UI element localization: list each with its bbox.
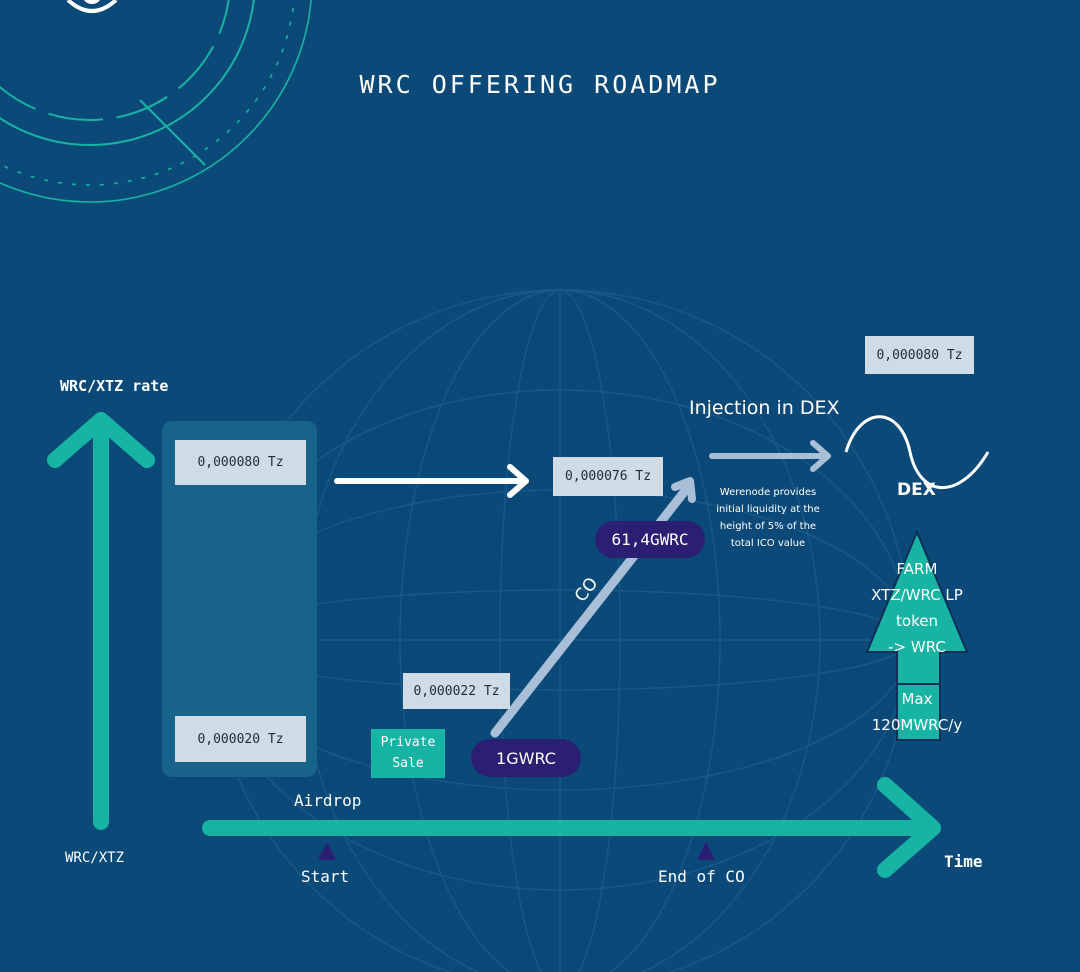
dex-note-line-2: initial liquidity at the	[716, 504, 820, 515]
corner-rings	[0, 0, 312, 203]
co-diagonal-arrow	[490, 477, 696, 738]
farm-up-arrow	[865, 529, 969, 741]
dex-label: DEX	[897, 480, 936, 500]
rate-box-dex: 0,000080 Tz	[865, 336, 974, 374]
dex-wave-icon	[844, 415, 990, 490]
dex-note-line-4: total ICO value	[730, 538, 806, 549]
start-marker-label: Start	[301, 867, 350, 886]
farm-max-text: Max 120MWRC/y	[852, 686, 982, 738]
injection-arrow	[709, 440, 831, 472]
start-marker-icon	[318, 842, 336, 860]
y-axis-label: WRC/XTZ rate	[60, 377, 169, 395]
supply-pill-co-start: 1GWRC	[471, 739, 581, 777]
private-sale-line-1: Private	[380, 735, 436, 750]
airdrop-to-co-arrow	[334, 464, 529, 498]
private-sale-box: Private Sale	[371, 729, 445, 778]
rate-box-co-end: 0,000076 Tz	[553, 457, 663, 496]
private-sale-line-2: Sale	[392, 756, 424, 771]
rate-box-airdrop-low: 0,000020 Tz	[175, 716, 306, 762]
dex-note-line-1: Werenode provides	[719, 487, 817, 498]
page-title: WRC OFFERING ROADMAP	[359, 70, 721, 99]
farm-max-line-2: 120MWRC/y	[871, 716, 963, 734]
dex-note-line-3: height of 5% of the	[719, 521, 817, 532]
airdrop-label: Airdrop	[294, 791, 362, 810]
x-axis-arrow	[202, 777, 941, 878]
y-axis-bottom-label: WRC/XTZ	[65, 850, 125, 866]
logo-icon	[66, 0, 118, 13]
farm-line-3: token	[896, 612, 938, 630]
x-axis-label: Time	[944, 852, 983, 871]
farm-line-4: -> WRC	[888, 638, 946, 656]
end-of-co-marker-label: End of CO	[658, 867, 745, 886]
farm-line-2: XTZ/WRC LP	[871, 586, 963, 604]
end-of-co-marker-icon	[697, 842, 715, 860]
rate-box-private-sale: 0,000022 Tz	[403, 673, 510, 709]
supply-pill-co-end: 61,4GWRC	[595, 521, 705, 558]
farm-max-line-1: Max	[901, 690, 933, 708]
rate-box-airdrop-high: 0,000080 Tz	[175, 440, 306, 485]
farm-line-1: FARM	[896, 560, 938, 578]
farm-text: FARM XTZ/WRC LP token -> WRC	[852, 556, 982, 660]
injection-label: Injection in DEX	[689, 397, 840, 419]
y-axis-arrow	[47, 412, 155, 830]
dex-note: Werenode provides initial liquidity at t…	[706, 484, 830, 552]
